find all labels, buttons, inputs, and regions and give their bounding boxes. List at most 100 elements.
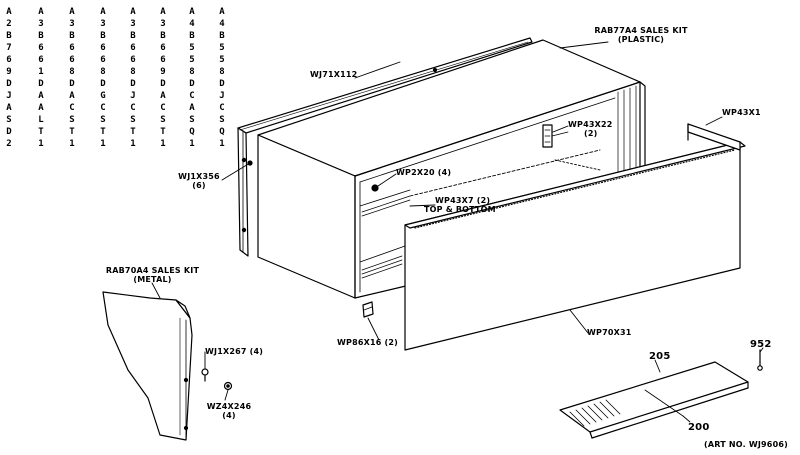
- model-char: 6: [130, 55, 136, 65]
- model-char: 5: [189, 43, 195, 53]
- model-char: 7: [6, 43, 12, 53]
- label-rab77a4-line1: RAB77A4 SALES KIT: [594, 26, 688, 35]
- model-column-1: A 2 B 7 6 9 D J A S D 2: [3, 6, 15, 150]
- model-char: J: [219, 91, 225, 101]
- model-char: 6: [160, 43, 166, 53]
- label-part-200: 200: [688, 422, 710, 433]
- model-char: S: [69, 115, 75, 125]
- model-char: D: [69, 79, 75, 89]
- label-rab70a4-line1: RAB70A4 SALES KIT: [105, 266, 200, 275]
- label-rab70a4-line2: (METAL): [133, 275, 172, 284]
- label-wp43x22: WP43X22: [568, 120, 613, 129]
- model-char: 6: [100, 43, 106, 53]
- model-column-3: A 3 B 6 6 8 D A C S T 1: [66, 6, 78, 150]
- model-column-6: A 3 B 6 6 9 D A C S T 1: [157, 6, 169, 150]
- label-rab77a4-kit: RAB77A4 SALES KIT (PLASTIC): [586, 26, 696, 44]
- model-char: T: [130, 127, 136, 137]
- label-wp86x16: WP86X16 (2): [337, 338, 398, 347]
- wj71x112-flange: [237, 37, 533, 257]
- model-char: B: [100, 31, 106, 41]
- model-char: D: [6, 79, 12, 89]
- model-char: A: [189, 103, 195, 113]
- model-char: C: [130, 103, 136, 113]
- model-char: A: [38, 103, 44, 113]
- model-char: A: [69, 91, 75, 101]
- model-char: A: [160, 91, 166, 101]
- top-rail-hatching: [361, 195, 411, 217]
- model-char: 3: [100, 19, 106, 29]
- model-char: 6: [130, 43, 136, 53]
- label-top-bottom: TOP & BOTTOM: [424, 205, 496, 214]
- model-char: D: [130, 79, 136, 89]
- model-char: L: [38, 115, 44, 125]
- label-part-205: 205: [649, 351, 671, 362]
- model-char: 6: [160, 55, 166, 65]
- model-char: 8: [100, 67, 106, 77]
- model-char: T: [38, 127, 44, 137]
- model-char: C: [100, 103, 106, 113]
- model-char: 1: [38, 67, 44, 77]
- model-char: 6: [69, 43, 75, 53]
- label-wz4x246-line2: (4): [222, 411, 236, 420]
- model-char: B: [69, 31, 75, 41]
- wp43x22-clip: [542, 124, 569, 148]
- model-char: 3: [160, 19, 166, 29]
- wp2x20-screw: [371, 184, 379, 192]
- model-char: A: [219, 7, 225, 17]
- model-char: S: [6, 115, 12, 125]
- model-char: A: [6, 7, 12, 17]
- label-wp43x22-qty: (2): [584, 129, 598, 138]
- model-char: B: [160, 31, 166, 41]
- label-wp43x7: WP43X7 (2): [435, 196, 491, 205]
- model-char: S: [100, 115, 106, 125]
- bottom-rail-hatching: [361, 255, 403, 279]
- model-char: 3: [130, 19, 136, 29]
- model-char: 1: [189, 139, 195, 149]
- model-char: D: [100, 79, 106, 89]
- model-char: 1: [38, 139, 44, 149]
- model-char: B: [189, 31, 195, 41]
- model-char: 3: [38, 19, 44, 29]
- model-char: 6: [6, 55, 12, 65]
- model-char: Q: [189, 127, 195, 137]
- model-char: B: [6, 31, 12, 41]
- wj1x267-screw: [201, 368, 209, 382]
- model-char: A: [189, 7, 195, 17]
- label-wp43x1: WP43X1: [722, 108, 761, 117]
- model-char: 4: [219, 19, 225, 29]
- model-char: C: [219, 103, 225, 113]
- wp86x16-clip: [362, 301, 374, 318]
- model-char: 4: [189, 19, 195, 29]
- model-char: S: [130, 115, 136, 125]
- model-char: C: [160, 103, 166, 113]
- model-char: 1: [130, 139, 136, 149]
- model-char: 9: [160, 67, 166, 77]
- model-char: S: [219, 115, 225, 125]
- model-char: 8: [130, 67, 136, 77]
- model-char: 5: [219, 43, 225, 53]
- model-char: S: [189, 115, 195, 125]
- model-char: 2: [6, 19, 12, 29]
- model-column-7: A 4 B 5 5 8 D C A S Q 1: [186, 6, 198, 150]
- wp70x31-front-panel: [404, 123, 746, 351]
- label-part-952: 952: [750, 339, 772, 350]
- model-char: 6: [38, 55, 44, 65]
- model-char: G: [100, 91, 106, 101]
- model-char: 2: [6, 139, 12, 149]
- model-char: 5: [219, 55, 225, 65]
- model-char: Q: [219, 127, 225, 137]
- model-char: 5: [189, 55, 195, 65]
- model-char: 8: [219, 67, 225, 77]
- model-char: 8: [69, 67, 75, 77]
- model-char: J: [130, 91, 136, 101]
- model-char: A: [130, 7, 136, 17]
- label-wj1x356: WJ1X356 (6): [176, 172, 222, 190]
- label-wj71x112: WJ71X112: [310, 70, 358, 79]
- model-char: T: [160, 127, 166, 137]
- label-wj1x356-line2: (6): [192, 181, 206, 190]
- label-wz4x246-line1: WZ4X246: [206, 402, 252, 411]
- model-char: A: [160, 7, 166, 17]
- model-char: 1: [219, 139, 225, 149]
- tray-parts-200-205: [559, 361, 749, 439]
